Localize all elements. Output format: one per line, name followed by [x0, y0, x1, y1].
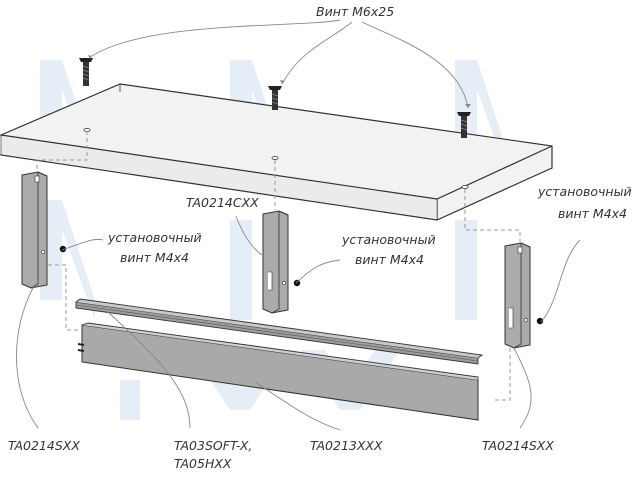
right-leg [504, 242, 531, 349]
screw-icon [457, 112, 471, 138]
part-label-right-leg: TA0214SXX [482, 438, 554, 453]
screw-hole [271, 155, 279, 160]
part-label-rail-2: TA05HXX [174, 456, 232, 471]
part-label-middle-leg: TA0214CXX [186, 195, 259, 210]
screw-icon [79, 58, 93, 86]
screw-leaders [88, 19, 471, 109]
set-screw-label-right-2: винт М4х4 [558, 206, 627, 221]
screw-icon [268, 86, 282, 110]
rail-profile [75, 298, 484, 365]
middle-leg [262, 210, 289, 314]
set-screw-label-right-1: установочный [537, 184, 632, 199]
part-label-left-leg: TA0214SXX [8, 438, 80, 453]
front-panel [77, 322, 479, 421]
screw-label: Винт М6х25 [316, 4, 394, 19]
table-top-board [0, 83, 553, 221]
part-leaders [16, 215, 581, 431]
set-screw-label-left-1: установочный [107, 230, 202, 245]
part-label-front-panel: TA0213XXX [310, 438, 383, 453]
left-leg [21, 171, 48, 289]
screw-hole [461, 184, 469, 189]
assembly-guides [36, 131, 521, 401]
set-screw-label-left-2: винт М4х4 [120, 250, 189, 265]
part-label-rail-1: TA03SOFT-X, [174, 438, 252, 453]
set-screw-label-middle-2: винт М4х4 [355, 252, 424, 267]
set-screw-icon [59, 245, 544, 325]
set-screw-label-middle-1: установочный [341, 232, 436, 247]
